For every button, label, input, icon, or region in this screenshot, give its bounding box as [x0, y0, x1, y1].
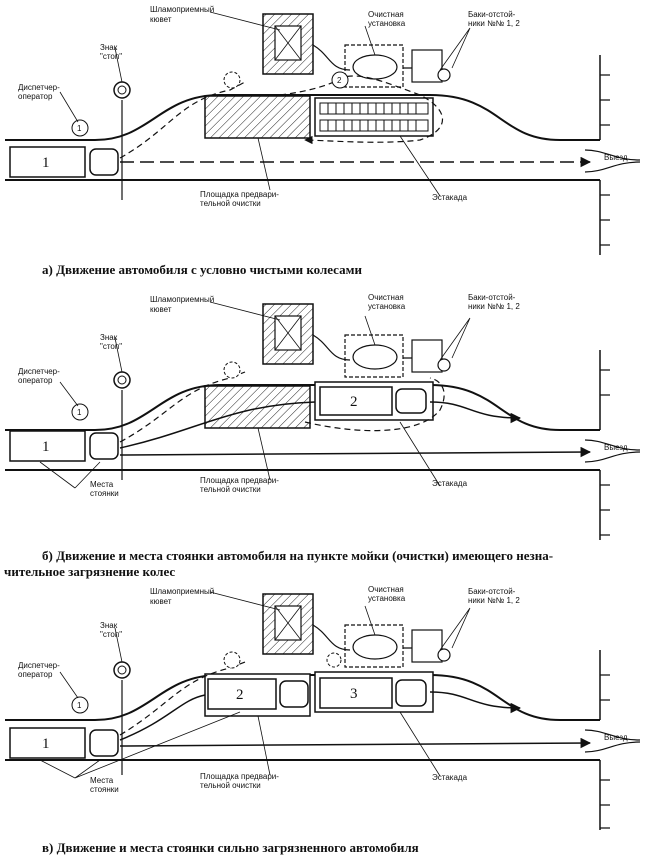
svg-text:Шламоприемный: Шламоприемный: [150, 295, 214, 304]
route-check: [119, 75, 444, 159]
svg-text:установка: установка: [368, 19, 406, 28]
svg-text:Эстакада: Эстакада: [432, 479, 468, 488]
svg-text:Площадка предвари-: Площадка предвари-: [200, 190, 279, 199]
caption-a: а) Движение автомобиля с условно чистыми…: [42, 262, 362, 277]
exit-shape: [584, 149, 641, 173]
caption-b-line2: чительное загрязнение колес: [4, 564, 176, 579]
svg-text:Места: Места: [90, 776, 114, 785]
vehicle-1-number: 1: [42, 155, 50, 171]
svg-text:Баки-отстой-: Баки-отстой-: [468, 10, 516, 19]
svg-text:Очистная: Очистная: [368, 585, 404, 594]
svg-text:Выезд: Выезд: [604, 153, 628, 162]
marker-2: [331, 71, 349, 89]
svg-text:кювет: кювет: [150, 15, 172, 24]
trestle-grates: [319, 102, 429, 132]
caption-b: б) Движение и места стоянки автомобиля н…: [42, 548, 554, 563]
svg-text:Площадка предвари-: Площадка предвари-: [200, 476, 279, 485]
vehicle-1: 1: [9, 430, 119, 462]
svg-text:Знак: Знак: [100, 333, 118, 342]
caption-c: в) Движение и места стоянки сильно загря…: [42, 840, 419, 855]
panel-a: 1 1 2 Шламоприемный кювет Очистная устан…: [5, 5, 641, 255]
svg-text:Баки-отстой-: Баки-отстой-: [468, 293, 516, 302]
plant-tank: [352, 54, 398, 80]
svg-text:установка: установка: [368, 302, 406, 311]
vehicle-1: 1: [9, 146, 119, 178]
svg-text:ники №№ 1, 2: ники №№ 1, 2: [468, 596, 520, 605]
panel-c: 2 3 1 1 Шламоприемный кювет Очистная уст…: [5, 585, 641, 830]
svg-text:Эстакада: Эстакада: [432, 773, 468, 782]
pre-cleaning-pad: [204, 385, 311, 429]
svg-text:"стоп": "стоп": [100, 630, 122, 639]
vehicle-2: 2: [207, 678, 309, 710]
svg-text:2: 2: [350, 394, 358, 410]
svg-text:Очистная: Очистная: [368, 10, 404, 19]
svg-text:Выезд: Выезд: [604, 443, 628, 452]
svg-text:3: 3: [350, 686, 358, 702]
pre-cleaning-pad: [204, 95, 311, 139]
svg-text:"стоп": "стоп": [100, 52, 122, 61]
svg-text:Эстакада: Эстакада: [432, 193, 468, 202]
svg-text:1: 1: [77, 124, 82, 133]
svg-text:Знак: Знак: [100, 621, 118, 630]
vehicle-2: 2: [319, 386, 427, 416]
svg-text:Очистная: Очистная: [368, 293, 404, 302]
svg-text:Диспетчер-: Диспетчер-: [18, 661, 60, 670]
vehicle-1: 1: [9, 727, 119, 759]
svg-text:тельной очистки: тельной очистки: [200, 781, 261, 790]
svg-text:1: 1: [42, 439, 50, 455]
svg-text:оператор: оператор: [18, 92, 53, 101]
svg-text:ники №№ 1, 2: ники №№ 1, 2: [468, 302, 520, 311]
svg-text:оператор: оператор: [18, 670, 53, 679]
svg-text:"стоп": "стоп": [100, 342, 122, 351]
marker-1: [71, 119, 89, 137]
route-main: [119, 401, 520, 449]
svg-text:стоянки: стоянки: [90, 785, 119, 794]
svg-text:Баки-отстой-: Баки-отстой-: [468, 587, 516, 596]
svg-text:ники №№ 1, 2: ники №№ 1, 2: [468, 19, 520, 28]
svg-text:1: 1: [77, 408, 82, 417]
svg-text:установка: установка: [368, 594, 406, 603]
svg-text:2: 2: [236, 687, 244, 703]
svg-text:тельной очистки: тельной очистки: [200, 199, 261, 208]
road-upper-edge: [5, 94, 600, 141]
tank-valve: [437, 68, 451, 82]
svg-text:Шламоприемный: Шламоприемный: [150, 5, 214, 14]
svg-text:оператор: оператор: [18, 376, 53, 385]
vehicle-3: 3: [319, 677, 427, 709]
marker-1: [71, 403, 89, 421]
svg-text:Диспетчер-: Диспетчер-: [18, 367, 60, 376]
marker-1: [71, 696, 89, 714]
settling-tanks: [411, 49, 443, 83]
svg-text:Шламоприемный: Шламоприемный: [150, 587, 214, 596]
svg-text:Выезд: Выезд: [604, 733, 628, 742]
svg-text:тельной очистки: тельной очистки: [200, 485, 261, 494]
svg-text:кювет: кювет: [150, 305, 172, 314]
svg-text:1: 1: [77, 701, 82, 710]
svg-text:2: 2: [337, 76, 342, 85]
svg-text:1: 1: [42, 736, 50, 752]
gate-ticks: [600, 74, 610, 246]
panel-b: 2 1 1 Шламоприемный кювет Очистная устан…: [5, 293, 641, 540]
svg-text:Площадка предвари-: Площадка предвари-: [200, 772, 279, 781]
svg-text:Знак: Знак: [100, 43, 118, 52]
svg-text:Диспетчер-: Диспетчер-: [18, 83, 60, 92]
svg-text:стоянки: стоянки: [90, 489, 119, 498]
svg-text:кювет: кювет: [150, 597, 172, 606]
svg-text:Места: Места: [90, 480, 114, 489]
